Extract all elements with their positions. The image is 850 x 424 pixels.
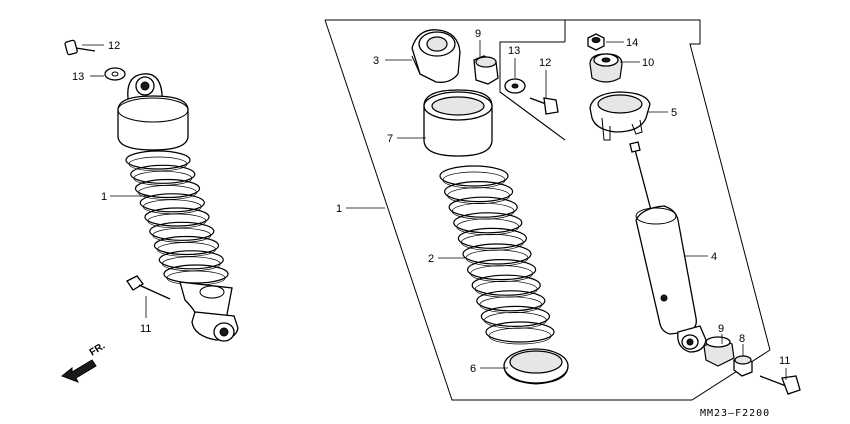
callout-2: 2: [428, 253, 434, 265]
part-13-washer: [504, 78, 526, 94]
front-direction-label: FR.: [88, 341, 108, 359]
callout-12-left: 12: [108, 40, 120, 52]
callout-13-left: 13: [72, 71, 84, 83]
spring-coil: [158, 250, 224, 270]
spring-coil: [453, 212, 523, 234]
part-7-spring-seat: [423, 89, 493, 157]
spring-coil-inner: [157, 242, 216, 257]
spring-coil: [134, 178, 201, 199]
part-11-bolt: [759, 375, 801, 395]
bolt-11-left: [126, 275, 171, 300]
callout-4: 4: [711, 251, 717, 263]
callout-14: 14: [626, 37, 638, 49]
callout-9-bottom: 9: [718, 323, 724, 335]
spring-coil: [439, 165, 509, 187]
spring-coil: [476, 290, 546, 312]
spring-coil-inner: [138, 185, 197, 200]
spring-coil: [471, 274, 541, 296]
part-9-upper-collar: [473, 55, 499, 85]
callout-11-left: 11: [140, 323, 151, 335]
spring-coil: [163, 264, 229, 284]
upper-spring-seat: [117, 95, 189, 151]
spring-coil: [485, 321, 555, 343]
figure-code: MM23–F2200: [700, 408, 770, 419]
part-14-nut: [587, 33, 605, 51]
part-6-lower-spring-seat: [503, 348, 569, 385]
callout-11: 11: [779, 355, 790, 367]
spring-coil: [480, 305, 551, 327]
spring-coil: [467, 259, 537, 281]
spring-coil-inner: [488, 327, 552, 345]
part-10-rubber-bushing: [589, 53, 623, 83]
callout-9-top: 9: [475, 28, 481, 40]
spring-coil: [139, 193, 205, 213]
part-9-lower-collar: [703, 336, 735, 367]
callout-leaders: [346, 40, 787, 380]
callout-13: 13: [508, 45, 520, 57]
part-8-inner-collar: [733, 355, 753, 377]
part-5-stopper-plate: [589, 91, 651, 141]
lower-damper-body: [179, 281, 239, 342]
washer-13-left: [104, 67, 126, 81]
callout-1: 1: [336, 203, 342, 215]
callout-12: 12: [539, 57, 551, 69]
callout-7: 7: [387, 133, 393, 145]
spring-coil: [125, 150, 191, 170]
part-3-upper-bushing-holder: [411, 29, 461, 83]
spring-coil: [149, 221, 215, 241]
spring-coil-inner: [128, 156, 188, 172]
assembled-shock-absorber: [64, 39, 239, 342]
group-outline-main: [324, 19, 771, 401]
spring-coil: [130, 164, 196, 184]
callout-3: 3: [373, 55, 379, 67]
spring-coil: [462, 243, 532, 265]
spring-coil: [153, 235, 220, 256]
callout-8: 8: [739, 333, 745, 345]
callout-1-left: 1: [101, 191, 107, 203]
part-12-bolt: [529, 97, 559, 115]
part-4-damper-unit: [629, 141, 707, 353]
callout-10: 10: [642, 57, 654, 69]
callout-6: 6: [470, 363, 476, 375]
spring-coil-inner: [147, 213, 207, 229]
spring-coil: [457, 227, 527, 249]
front-direction-arrow: FR.: [61, 341, 108, 383]
spring-coil: [444, 181, 514, 203]
spring-coil: [144, 207, 210, 227]
assembled-spring: [125, 150, 229, 286]
spring-coil: [448, 196, 518, 218]
callout-5: 5: [671, 107, 677, 119]
bolt-12-left: [64, 39, 96, 56]
part-2-spring: [439, 165, 555, 345]
